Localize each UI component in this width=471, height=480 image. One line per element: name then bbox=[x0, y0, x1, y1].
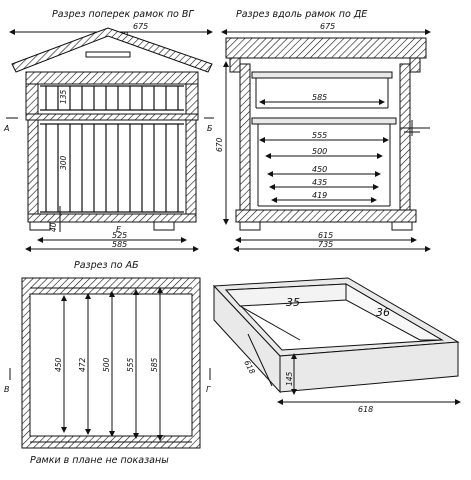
front-lower-left-wall bbox=[27, 119, 39, 221]
side-section-view: Разрез вдоль рамок по ДЕ 675 585 555 500… bbox=[215, 9, 431, 252]
front-upper-left-wall bbox=[25, 83, 39, 115]
front-mark-a: А bbox=[3, 124, 9, 133]
front-dim-40: 40 bbox=[49, 222, 58, 232]
side-right-foot bbox=[391, 221, 413, 231]
side-bottom-board bbox=[235, 209, 417, 223]
side-dim-435: 435 bbox=[312, 178, 327, 187]
side-dim-450: 450 bbox=[312, 165, 327, 174]
front-dim-135: 135 bbox=[59, 89, 68, 104]
box-front-face bbox=[279, 341, 459, 393]
side-roof-right-lip bbox=[409, 57, 421, 73]
front-dim-300: 300 bbox=[59, 155, 68, 170]
box-dim-width: 618 bbox=[358, 405, 373, 414]
plan-mark-g: Г bbox=[206, 385, 211, 394]
front-lower-frames bbox=[40, 123, 184, 213]
front-lower-right-wall bbox=[185, 119, 197, 221]
box-isometric-view: 35 36 618 145 618 bbox=[212, 277, 461, 414]
front-right-foot bbox=[153, 221, 175, 231]
plan-section-view: Разрез по АБ 450 472 500 555 585 В Г Рам… bbox=[4, 260, 211, 466]
side-lower-frame-top bbox=[251, 117, 397, 125]
box-dim-left: 35 bbox=[286, 296, 300, 309]
side-latch bbox=[400, 120, 430, 136]
front-bottom-board bbox=[27, 213, 197, 223]
side-top-dim-label: 675 bbox=[320, 22, 335, 31]
side-dim-670: 670 bbox=[215, 137, 224, 152]
front-left-foot bbox=[29, 221, 51, 231]
front-mid-board bbox=[25, 113, 199, 121]
plan-dim-472: 472 bbox=[78, 357, 87, 372]
box-inner-right-wall bbox=[345, 283, 444, 341]
plan-mark-v: В bbox=[4, 385, 10, 394]
plan-dim-585: 585 bbox=[150, 357, 159, 372]
side-dim-555: 555 bbox=[312, 131, 327, 140]
front-dim-585: 585 bbox=[112, 240, 127, 249]
front-top-dim-label: 675 bbox=[133, 22, 148, 31]
side-dim-615: 615 bbox=[318, 231, 333, 240]
plan-note: Рамки в плане не показаны bbox=[30, 455, 169, 466]
front-roof bbox=[11, 27, 213, 73]
side-upper-frame-top bbox=[251, 71, 393, 79]
front-upper-frames bbox=[40, 85, 184, 111]
box-dim-right: 36 bbox=[376, 306, 390, 319]
plan-dim-450: 450 bbox=[54, 357, 63, 372]
side-dim-735: 735 bbox=[318, 240, 333, 249]
box-dim-depth-line bbox=[247, 333, 273, 387]
plan-dim-500: 500 bbox=[102, 357, 111, 372]
front-mark-b: Б bbox=[207, 124, 213, 133]
side-left-foot bbox=[239, 221, 261, 231]
side-section-title: Разрез вдоль рамок по ДЕ bbox=[236, 9, 367, 20]
front-roof-vent bbox=[85, 51, 131, 58]
box-inner-floor-edge bbox=[239, 305, 301, 341]
side-dim-419: 419 bbox=[312, 191, 327, 200]
box-dim-height: 145 bbox=[285, 371, 294, 386]
front-upper-right-wall bbox=[185, 83, 199, 115]
side-dim-585: 585 bbox=[312, 93, 327, 102]
front-section-title: Разрез поперек рамок по ВГ bbox=[52, 9, 194, 20]
side-right-wall bbox=[399, 63, 411, 215]
plan-section-title: Разрез по АБ bbox=[74, 260, 139, 271]
front-dim-525: 525 bbox=[112, 231, 127, 240]
plan-dim-555: 555 bbox=[126, 357, 135, 372]
front-section-view: Разрез поперек рамок по ВГ 675 Д bbox=[3, 9, 214, 252]
front-mark-e: Е bbox=[116, 225, 122, 234]
side-dim-500: 500 bbox=[312, 147, 327, 156]
side-roof-left-lip bbox=[229, 57, 241, 73]
side-roof bbox=[225, 37, 427, 59]
side-left-wall bbox=[239, 63, 251, 215]
front-top-board bbox=[25, 71, 199, 85]
